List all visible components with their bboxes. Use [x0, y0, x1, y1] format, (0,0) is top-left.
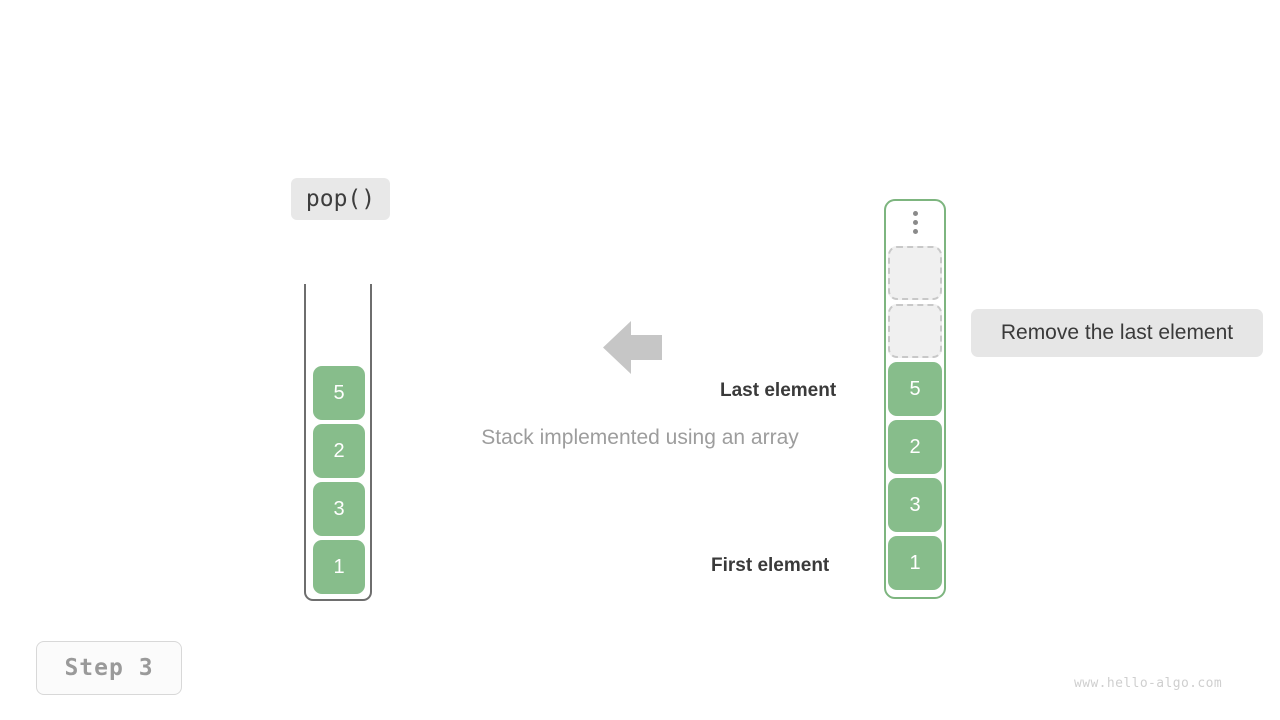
stack-cell: 3: [313, 482, 365, 536]
operation-badge: pop(): [291, 178, 390, 220]
operation-label: pop(): [305, 186, 376, 212]
stack-cell-value: 3: [333, 497, 345, 520]
annotation-label: Remove the last element: [1000, 321, 1234, 344]
stack-container: 5 2 3 1: [304, 284, 374, 603]
stack-cell-value: 2: [333, 439, 345, 462]
ellipsis-dot: [912, 228, 918, 234]
first-element-label: First element: [711, 555, 830, 576]
last-element-label: Last element: [720, 380, 837, 401]
array-cell-value: 5: [909, 377, 921, 400]
vertical-ellipsis-icon: [884, 199, 946, 245]
step-badge: Step 3: [36, 641, 182, 695]
watermark: www.hello-algo.com: [1074, 676, 1223, 691]
array-cell-empty: [888, 246, 942, 300]
array-cell: 3: [888, 478, 942, 532]
array-cell-empty: [888, 304, 942, 358]
stack-cell-list: 5 2 3 1: [313, 366, 365, 594]
array-cell-list: 5 2 3 1: [888, 246, 942, 590]
ellipsis-dot: [912, 210, 918, 216]
ellipsis-dot: [912, 219, 918, 225]
array-cell: 2: [888, 420, 942, 474]
array-cell-value: 2: [909, 435, 921, 458]
step-label: Step 3: [64, 655, 154, 681]
stack-cell: 1: [313, 540, 365, 594]
diagram-caption: Stack implemented using an array: [481, 426, 799, 449]
stack-cell: 2: [313, 424, 365, 478]
array-cell: 5: [888, 362, 942, 416]
array-cell-value: 3: [909, 493, 921, 516]
stack-cell-value: 1: [333, 555, 345, 578]
array-cell-value: 1: [909, 551, 921, 574]
array-cell: 1: [888, 536, 942, 590]
stack-cell-value: 5: [333, 381, 345, 404]
stack-cell: 5: [313, 366, 365, 420]
array-container: 5 2 3 1: [884, 199, 946, 599]
annotation-badge: Remove the last element: [971, 309, 1263, 357]
arrow-left-icon: [603, 321, 662, 374]
